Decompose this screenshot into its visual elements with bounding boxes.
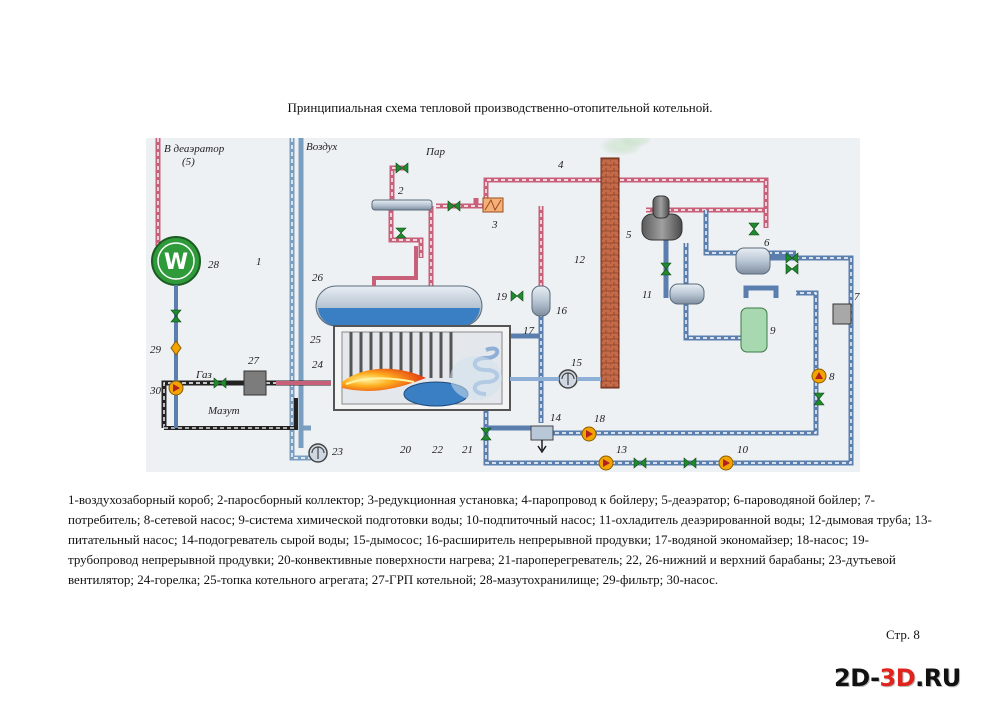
cooler-11 bbox=[669, 283, 705, 305]
label-16: 16 bbox=[556, 305, 568, 317]
valves bbox=[170, 162, 825, 469]
legend-text: 1-воздухозаборный короб; 2-паросборный к… bbox=[68, 492, 932, 587]
label-18: 18 bbox=[594, 413, 606, 425]
pump-8 bbox=[811, 368, 827, 384]
label-25: 25 bbox=[310, 334, 322, 346]
label-gas: Газ bbox=[195, 369, 212, 381]
label-27: 27 bbox=[248, 355, 260, 367]
label-21: 21 bbox=[462, 444, 473, 456]
steam-collector-2 bbox=[371, 199, 433, 211]
smoke-exhauster-15 bbox=[558, 369, 578, 389]
valve-econ-icon bbox=[480, 427, 492, 441]
label-24: 24 bbox=[312, 359, 324, 371]
flue-gas-cloud bbox=[450, 356, 502, 400]
valve-cooler-icon bbox=[660, 262, 672, 276]
label-3: 3 bbox=[491, 219, 498, 231]
scheme-labels: В деаэратор (5) Воздух Пар Газ Мазут 1 2… bbox=[149, 141, 860, 458]
label-mazut: Мазут bbox=[207, 405, 240, 417]
steam-valve-icon bbox=[395, 162, 409, 174]
watermark-part1: 2D- bbox=[834, 664, 880, 692]
consumer-7 bbox=[832, 303, 852, 325]
label-12: 12 bbox=[574, 254, 586, 266]
label-17: 17 bbox=[523, 325, 535, 337]
valve-collector-icon bbox=[447, 200, 461, 212]
label-5: 5 bbox=[626, 229, 632, 241]
label-10: 10 bbox=[737, 444, 749, 456]
air-pipes bbox=[289, 138, 311, 461]
steam-water-boiler-6 bbox=[735, 247, 771, 275]
scheme-background bbox=[146, 138, 860, 472]
label-deaerator: В деаэратор bbox=[164, 143, 225, 155]
label-22: 22 bbox=[432, 444, 444, 456]
page-title: Принципиальная схема тепловой производст… bbox=[287, 100, 713, 115]
reduction-unit-3 bbox=[482, 197, 504, 213]
label-14: 14 bbox=[550, 412, 562, 424]
watermark-part3: .RU bbox=[915, 664, 961, 692]
label-15: 15 bbox=[571, 357, 583, 369]
pump-10 bbox=[718, 455, 734, 471]
valve-boiler-icon bbox=[748, 222, 760, 236]
furnace-25 bbox=[333, 325, 511, 411]
label-6: 6 bbox=[764, 237, 770, 249]
label-2: 2 bbox=[398, 185, 404, 197]
label-deaerator-num: (5) bbox=[182, 156, 195, 168]
deaerator-5 bbox=[641, 195, 683, 241]
label-steam: Пар bbox=[425, 146, 445, 158]
pump-13 bbox=[598, 455, 614, 471]
label-29: 29 bbox=[150, 344, 162, 356]
label-23: 23 bbox=[332, 446, 344, 458]
valve-consumer2-icon bbox=[785, 263, 799, 275]
watermark-part2: 3D bbox=[879, 664, 916, 692]
pumps[interactable] bbox=[581, 368, 827, 471]
fuel-pipes bbox=[161, 380, 331, 430]
pump-18 bbox=[581, 426, 597, 442]
label-30: 30 bbox=[149, 385, 162, 397]
mazut-storage-tank: W bbox=[151, 236, 201, 286]
raw-water-heater-14 bbox=[530, 425, 554, 454]
pump-30[interactable] bbox=[168, 380, 184, 396]
page-number: Стр. 8 bbox=[886, 627, 920, 642]
blower-fan-23 bbox=[308, 443, 328, 463]
heating-plant-scheme: W bbox=[146, 138, 860, 472]
water-treatment-9 bbox=[740, 307, 768, 353]
label-13: 13 bbox=[616, 444, 628, 456]
boiler-symbol: W bbox=[164, 250, 188, 275]
watermark: 2D-3D.RU bbox=[834, 664, 961, 692]
label-9: 9 bbox=[770, 325, 776, 337]
label-20: 20 bbox=[400, 444, 412, 456]
label-7: 7 bbox=[854, 291, 860, 303]
label-8: 8 bbox=[829, 371, 835, 383]
valve-consumer-icon bbox=[785, 252, 799, 264]
valve-net-icon bbox=[813, 392, 825, 406]
valve-drop-icon bbox=[395, 227, 407, 239]
valve-feed-icon bbox=[633, 457, 647, 469]
label-4: 4 bbox=[558, 159, 564, 171]
valve-gas-icon bbox=[213, 377, 227, 389]
valve-makeup-icon bbox=[683, 457, 697, 469]
label-11: 11 bbox=[642, 289, 652, 301]
label-28: 28 bbox=[208, 259, 220, 271]
label-26: 26 bbox=[312, 272, 324, 284]
valve-blowdown-icon bbox=[510, 290, 524, 302]
filter-29 bbox=[170, 340, 182, 356]
label-air: Воздух bbox=[306, 141, 337, 153]
upper-drum-26 bbox=[315, 285, 483, 327]
valve-left-icon bbox=[170, 309, 182, 323]
chimney-12 bbox=[599, 138, 652, 389]
grp-27 bbox=[243, 370, 267, 396]
label-19: 19 bbox=[496, 291, 508, 303]
blowdown-expander-16 bbox=[531, 285, 551, 317]
label-1: 1 bbox=[256, 256, 262, 268]
